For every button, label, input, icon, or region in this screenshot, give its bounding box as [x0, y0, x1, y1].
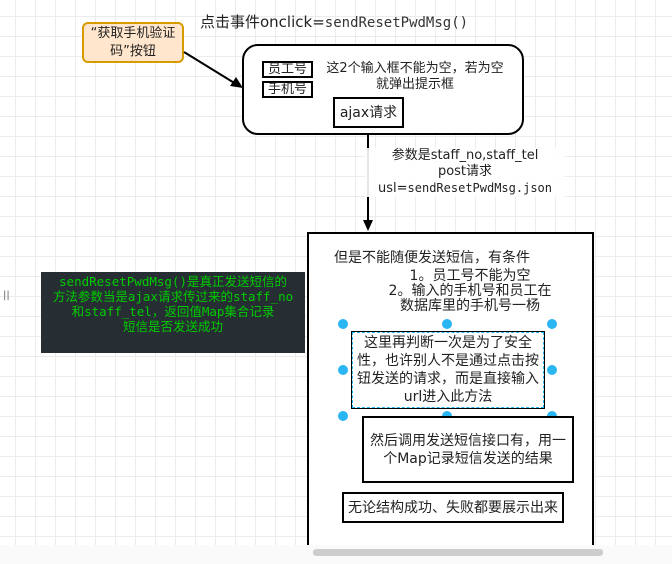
edge-label-line2: post请求: [437, 164, 493, 179]
ajax-node[interactable]: ajax请求: [333, 97, 404, 128]
arrowhead-form: [230, 77, 243, 88]
horizontal-scrollbar[interactable]: [313, 549, 603, 556]
condition-2: 2。输入的手机号和员工在数据库里的手机号一杨: [388, 283, 552, 314]
arrow-to-form: [183, 51, 237, 85]
title-func: sendResetPwdMsg(): [324, 15, 469, 31]
security-check-label: 这里再判断一次是为了安全性，也许别人不是通过点击按钮发送的请求，而是直接输入ur…: [357, 335, 539, 405]
comment-line1: sendResetPwdMsg()是真正发送短信的: [59, 274, 287, 289]
url-value: sendResetPwdMsg.json: [407, 181, 553, 195]
comment-line4: 短信是否发送成功: [122, 319, 223, 334]
edge-label-line1: 参数是staff_no,staff_tel: [391, 148, 539, 163]
resize-handle[interactable]: [338, 411, 348, 421]
send-sms-label: 然后调用发送短信接口有，用一个Map记录短信发送的结果: [370, 432, 566, 467]
security-check-node[interactable]: 这里再判断一次是为了安全性，也许别人不是通过点击按钮发送的请求，而是直接输入ur…: [351, 331, 545, 409]
ajax-label: ajax请求: [339, 104, 398, 121]
panel-resize-handle[interactable]: ||: [3, 290, 10, 301]
title-prefix: 点击事件onclick=: [200, 13, 325, 31]
staff-no-label: 员工号: [267, 61, 307, 77]
edge-label: 参数是staff_no,staff_tel post请求 usl=sendRes…: [365, 148, 565, 197]
edge-label-line3: usl=sendResetPwdMsg.json: [365, 180, 565, 197]
resize-handle[interactable]: [547, 319, 557, 329]
get-code-button-node[interactable]: “获取手机验证码”按钮: [82, 22, 184, 63]
resize-handle[interactable]: [442, 319, 452, 329]
form-note: 这2个输入框不能为空，若为空就弹出提示框: [326, 61, 504, 92]
result-node[interactable]: 无论结构成功、失败都要展示出来: [342, 492, 564, 523]
title-label: 点击事件onclick=sendResetPwdMsg(): [200, 11, 468, 32]
result-label: 无论结构成功、失败都要展示出来: [348, 499, 558, 516]
node-label: “获取手机验证码”按钮: [90, 25, 176, 59]
condition-1: 1。员工号不能为空: [409, 268, 531, 284]
comment-line3: 和staff_tel，返回值Map集合记录: [71, 304, 275, 319]
server-heading: 但是不能随便发送短信，有条件: [334, 250, 530, 266]
staff-tel-label: 手机号: [267, 81, 307, 97]
conditions: 1。员工号不能为空 2。输入的手机号和员工在数据库里的手机号一杨: [385, 269, 555, 314]
url-prefix: usl=: [377, 181, 408, 196]
staff-tel-field[interactable]: 手机号: [262, 81, 313, 98]
arrowhead-server: [363, 220, 373, 231]
resize-handle[interactable]: [338, 365, 348, 375]
send-sms-node[interactable]: 然后调用发送短信接口有，用一个Map记录短信发送的结果: [362, 416, 574, 483]
comment-note[interactable]: sendResetPwdMsg()是真正发送短信的 方法参数当是ajax请求传过…: [41, 272, 305, 353]
staff-no-field[interactable]: 员工号: [262, 61, 313, 78]
comment-line2: 方法参数当是ajax请求传过来的staff_no: [52, 289, 294, 304]
resize-handle[interactable]: [547, 365, 557, 375]
resize-handle[interactable]: [338, 319, 348, 329]
